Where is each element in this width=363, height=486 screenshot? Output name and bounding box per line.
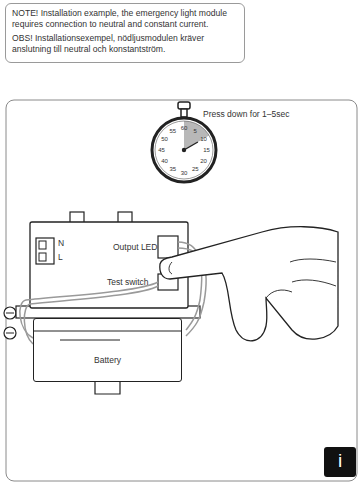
battery-detail (33, 331, 181, 340)
screw (4, 307, 16, 319)
module-label: Output LED (113, 242, 157, 252)
dial-number: 60 (181, 125, 188, 131)
battery-seam (60, 340, 120, 341)
dial-number: 10 (200, 136, 207, 142)
screw-slot (6, 333, 14, 334)
instruction-label: Press down for 1–5sec (203, 110, 289, 119)
time-wedge (184, 121, 209, 150)
terminal (39, 241, 46, 249)
stopwatch-crown (178, 102, 190, 109)
dial-number: 55 (169, 128, 176, 134)
emergency-module: NL Output LED Test switch (30, 222, 188, 308)
info-icon: i (324, 450, 356, 472)
dial-number: 15 (203, 147, 210, 153)
module-label: Test switch (107, 277, 149, 287)
panel-frame (6, 100, 357, 481)
info-badge: i (324, 447, 356, 477)
dial-number: 20 (200, 158, 207, 164)
battery-tab (95, 382, 120, 394)
dial-number: 30 (181, 170, 188, 176)
terminal (39, 253, 46, 261)
terminal-block (36, 238, 54, 264)
note-box: NOTE! Installation example, the emergenc… (5, 3, 245, 63)
note-text: OBS! Installationsexempel, nödljusmodule… (12, 33, 238, 55)
dial-number: 35 (169, 166, 176, 172)
battery-box: Battery (33, 318, 182, 382)
wire (24, 286, 158, 344)
pressing-hand (160, 227, 338, 341)
mounting (4, 306, 200, 394)
module-label: L (58, 252, 63, 262)
stopwatch-hub (182, 148, 186, 152)
stopwatch-case (152, 118, 216, 182)
stopwatch-dial (155, 121, 213, 179)
fingernail (169, 262, 172, 274)
hand (160, 227, 338, 341)
screw (4, 327, 16, 339)
module-label: N (58, 238, 64, 248)
wire (20, 282, 158, 338)
dial-number: 45 (158, 147, 165, 153)
led-connector (158, 236, 178, 258)
dial-number: 40 (161, 158, 168, 164)
stopwatch-stem (181, 109, 187, 117)
note-text: NOTE! Installation example, the emergenc… (12, 8, 238, 30)
battery-label: Battery (34, 355, 181, 365)
finger-crease (266, 259, 336, 298)
screw-slot (6, 313, 14, 314)
dial-number: 25 (192, 166, 199, 172)
dial-number: 5 (194, 128, 197, 134)
battery-seam (33, 331, 181, 332)
stopwatch-needle (184, 142, 198, 150)
dial-number: 50 (161, 136, 168, 142)
